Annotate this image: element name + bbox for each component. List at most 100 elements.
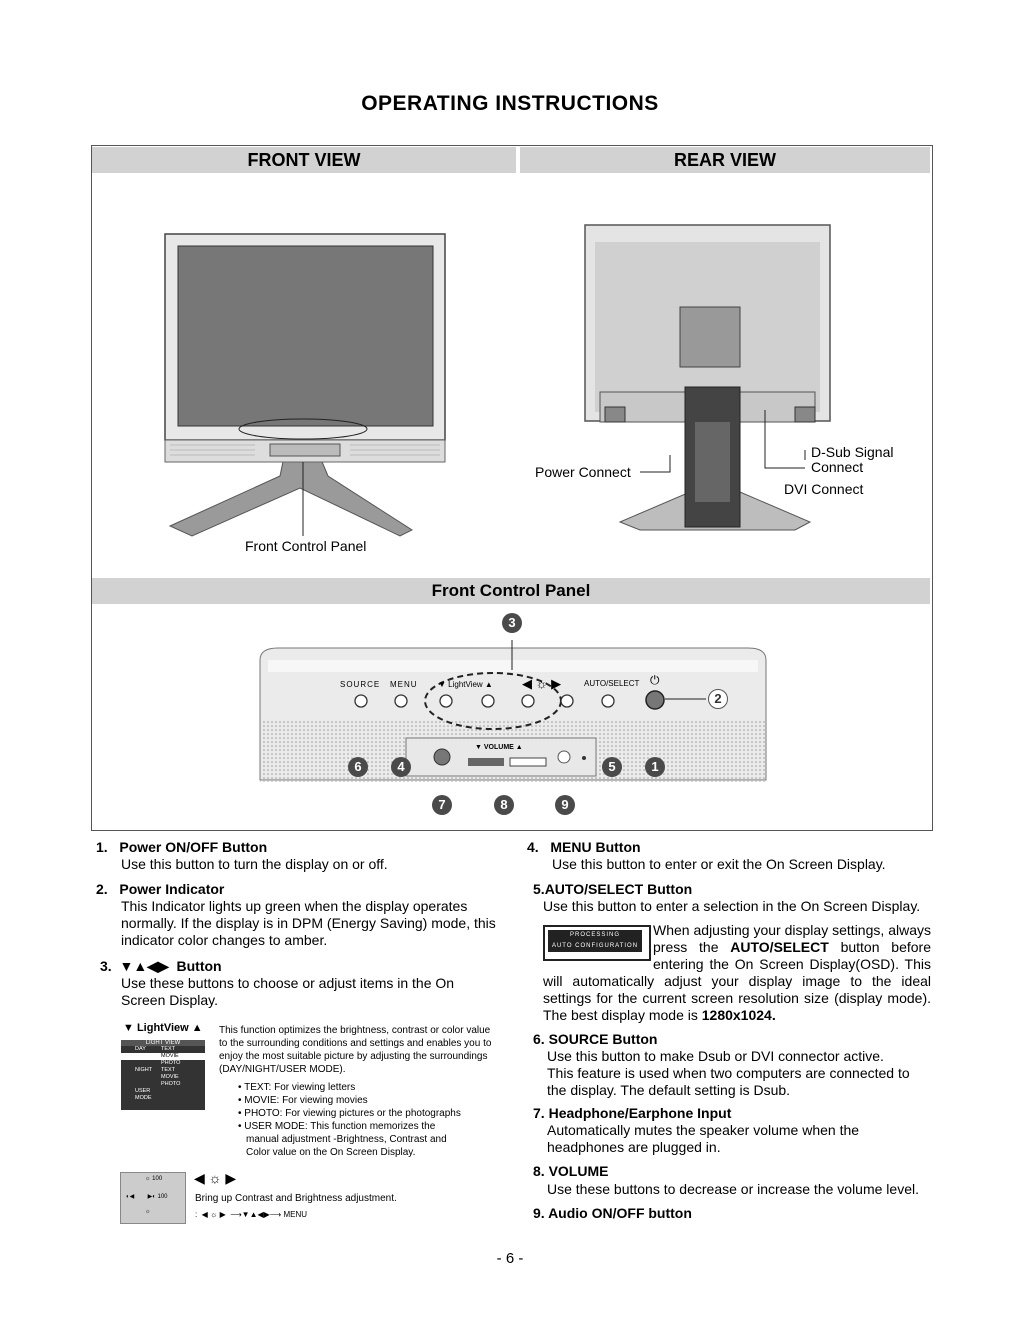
front-control-panel-header: Front Control Panel [92, 578, 930, 604]
item-4-desc: Use this button to enter or exit the On … [552, 856, 886, 872]
lightview-osd-row: PHOTO [121, 1081, 205, 1088]
brightness-osd-bottom: ☼ [145, 1209, 151, 1215]
item-6-heading: 6. SOURCE Button [533, 1031, 657, 1047]
lightview-osd-row: MOVIE [121, 1053, 205, 1060]
panel-power-icon: ⏻ [650, 673, 660, 687]
lightview-osd-option: TEXT [161, 1046, 176, 1052]
panel-menu-label: MENU [390, 680, 418, 689]
brightness-menu-text: MENU [283, 1210, 308, 1219]
brightness-osd-value-a: 100 [152, 1176, 163, 1182]
item-6-num: 6. [533, 1031, 545, 1047]
panel-source-label: SOURCE [340, 680, 381, 689]
label-dsub-signal: D-Sub Signal [811, 444, 894, 460]
item-2-title: Power Indicator [119, 881, 225, 897]
lightview-osd-mode [135, 1060, 161, 1067]
item-5-title: AUTO/SELECT Button [544, 881, 693, 897]
brightness-osd-top: ☼ 100 [145, 1176, 163, 1182]
item-8-title: VOLUME [548, 1163, 609, 1179]
auto-note-text-b: button before entering the On Screen Dis… [543, 939, 931, 1023]
lightview-osd-mode [135, 1053, 161, 1060]
item-6-desc-2: This feature is used when two computers … [547, 1065, 910, 1098]
lightview-osd-mode: NIGHT [135, 1067, 153, 1073]
item-3-desc: Use these buttons to choose or adjust it… [121, 975, 455, 1008]
panel-volume-label: ▼ VOLUME ▲ [475, 744, 523, 751]
item-8-heading: 8. VOLUME [533, 1163, 608, 1179]
panel-brightness-icon: ◀ ☼ ▶ [522, 676, 562, 691]
brightness-desc: Bring up Contrast and Brightness adjustm… [195, 1193, 397, 1204]
item-5-heading: 5.AUTO/SELECT Button [533, 881, 692, 897]
processing-text: PROCESSING [569, 932, 620, 938]
auto-note-best-mode: 1280x1024. [701, 1007, 776, 1023]
item-3-title: Button [176, 958, 222, 974]
auto-note: When adjusting your display settings, al… [543, 922, 931, 1024]
item-7-title: Headphone/Earphone Input [548, 1105, 732, 1121]
processing-inner: PROCESSING AUTO CONFIGURATION [548, 930, 642, 952]
item-1-num: 1. [96, 839, 108, 855]
label-power-connect: Power Connect [535, 464, 631, 480]
lightview-bullet-movie: • MOVIE: For viewing movies [238, 1095, 368, 1106]
brightness-arrows-icon: ◀ ☼ ▶ [194, 1170, 237, 1186]
lightview-osd-row: MOVIE [121, 1074, 205, 1081]
item-5-num: 5. [533, 881, 545, 897]
auto-note-bold: AUTO/SELECT [730, 939, 829, 955]
lightview-bullet-photo: • PHOTO: For viewing pictures or the pho… [238, 1108, 461, 1119]
item-3-heading: 3. ▼▲◀▶ Button [100, 958, 222, 974]
item-8-desc: Use these buttons to decrease or increas… [547, 1181, 919, 1197]
item-7-desc: Automatically mutes the speaker volume w… [547, 1122, 860, 1155]
item-4-title: MENU Button [550, 839, 641, 855]
lightview-osd-option: PHOTO [161, 1081, 181, 1087]
item-4-heading: 4. MENU Button [527, 839, 641, 855]
item-4-num: 4. [527, 839, 539, 855]
lightview-osd-option: MOVIE [161, 1053, 179, 1059]
lightview-label: ▼ LightView ▲ [123, 1022, 203, 1034]
item-1-title: Power ON/OFF Button [119, 839, 268, 855]
item-2-heading: 2. Power Indicator [96, 881, 224, 897]
lightview-bullet-text: • TEXT: For viewing letters [238, 1082, 356, 1093]
lightview-osd-row: USER MODE [121, 1088, 205, 1102]
item-1-desc: Use this button to turn the display on o… [121, 856, 388, 872]
callout-1: 1 [645, 757, 665, 777]
item-3-num: 3. [100, 958, 112, 974]
lightview-osd-mode: DAY [135, 1046, 146, 1052]
item-8-num: 8. [533, 1163, 545, 1179]
callout-7: 7 [432, 795, 452, 815]
callout-3: 3 [502, 613, 522, 633]
front-view-header: FRONT VIEW [92, 147, 516, 173]
lightview-osd-option: PHOTO [161, 1060, 181, 1066]
panel-lightview-label: ▼ LightView ▲ [438, 680, 493, 689]
lightview-desc: This function optimizes the brightness, … [219, 1025, 492, 1075]
label-dvi-connect: DVI Connect [784, 481, 864, 497]
lightview-osd-row: PHOTO [121, 1060, 205, 1067]
callout-2: 2 [708, 689, 728, 709]
control-panel-illustration [259, 640, 767, 782]
lightview-osd-option: TEXT [161, 1067, 176, 1073]
item-9-heading: 9. Audio ON/OFF button [533, 1205, 692, 1221]
callout-9: 9 [555, 795, 575, 815]
lightview-osd-title: LIGHT VIEW [121, 1040, 205, 1046]
item-6-desc-1: Use this button to make Dsub or DVI conn… [547, 1048, 884, 1064]
auto-note-float [543, 922, 653, 960]
panel-volume-text: VOLUME [483, 744, 514, 751]
lightview-osd-option: MOVIE [161, 1074, 179, 1080]
rear-monitor-illustration [584, 224, 831, 531]
item-1-heading: 1. Power ON/OFF Button [96, 839, 267, 855]
brightness-osd: ☼ 100 ◐◀ ▶◐ 100 ☼ [120, 1172, 186, 1224]
auto-note-text-a: When adjusting your display settings, al… [653, 922, 931, 955]
diagram-frame [91, 145, 933, 831]
item-5-desc: Use this button to enter a selection in … [543, 898, 921, 914]
item-9-title: Audio ON/OFF button [548, 1205, 692, 1221]
lightview-label-text: LightView [136, 1022, 189, 1034]
rear-view-header: REAR VIEW [520, 147, 930, 173]
item-2-desc: This Indicator lights up green when the … [121, 898, 496, 948]
panel-auto-select-label: AUTO/SELECT [584, 679, 640, 688]
label-dsub-connect: Connect [811, 459, 864, 475]
lightview-osd-row: DAY TEXT [121, 1046, 205, 1053]
lightview-bullet-user-3: Color value on the On Screen Display. [246, 1147, 416, 1158]
callout-4: 4 [391, 757, 411, 777]
auto-config-text: AUTO CONFIGURATION [551, 943, 639, 949]
lightview-bullet-user-2: manual adjustment -Brightness, Contrast … [246, 1134, 447, 1145]
lightview-osd-row: NIGHT TEXT [121, 1067, 205, 1074]
page-title: OPERATING INSTRUCTIONS [361, 92, 659, 115]
